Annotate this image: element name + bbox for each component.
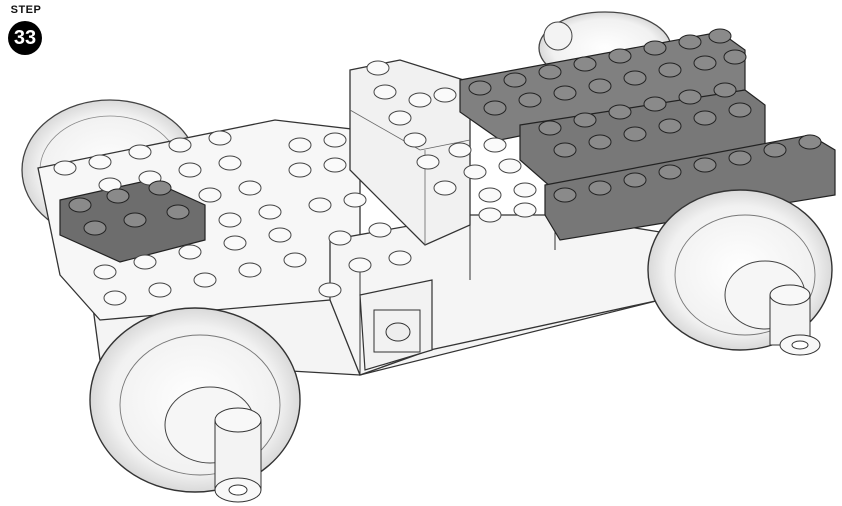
front-right-wheel [648,190,832,355]
front-left-wheel [90,308,300,502]
